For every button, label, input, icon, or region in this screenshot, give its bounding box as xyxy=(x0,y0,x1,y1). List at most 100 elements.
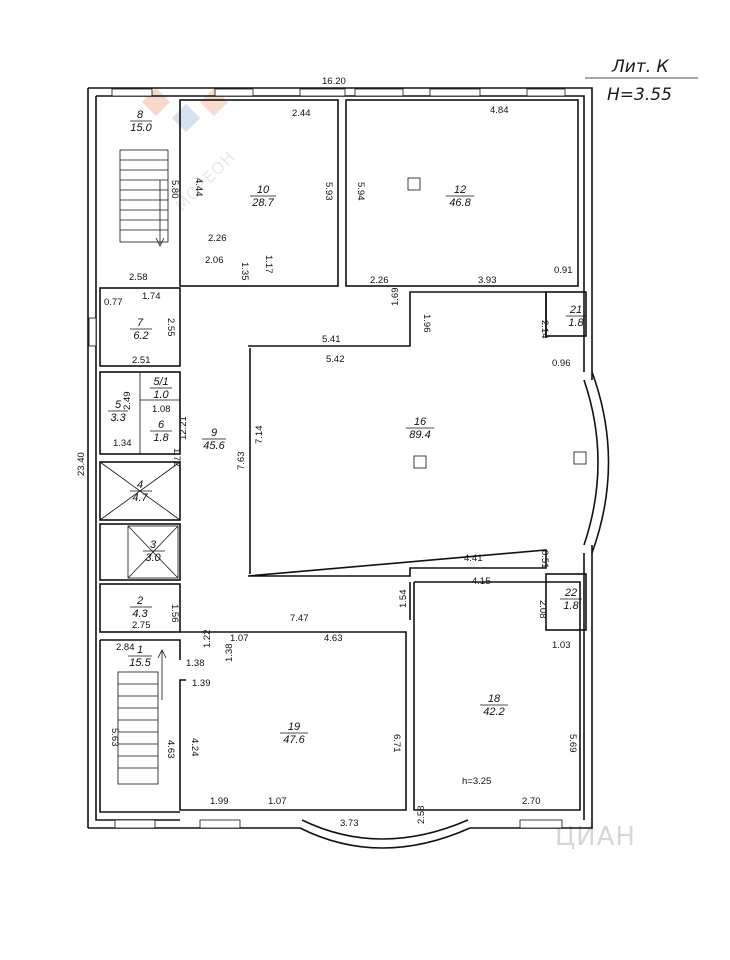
svg-text:5/1: 5/1 xyxy=(153,376,168,388)
svg-text:3: 3 xyxy=(150,539,157,551)
dim-5-80: 5.80 xyxy=(169,180,180,199)
dim-1-69: 1.69 xyxy=(390,288,401,307)
dim-2-84: 2.84 xyxy=(116,642,135,653)
dimension-labels: 2.44 4.84 4.44 5.93 5.94 5.80 2.26 2.06 … xyxy=(104,105,578,829)
svg-text:6: 6 xyxy=(158,419,165,431)
dim-2-58: 2.58 xyxy=(129,272,148,283)
room-6-label: 6 1.8 xyxy=(150,419,172,444)
svg-text:28.7: 28.7 xyxy=(251,197,274,209)
dim-5-69: 5.69 xyxy=(567,734,578,753)
svg-text:47.6: 47.6 xyxy=(283,734,305,746)
dim-0-91: 0.91 xyxy=(554,265,573,276)
svg-text:4: 4 xyxy=(137,479,143,491)
svg-text:19: 19 xyxy=(288,721,300,733)
svg-text:89.4: 89.4 xyxy=(409,429,430,441)
overall-length: 23.40 xyxy=(76,452,87,476)
dim-2-26-a: 2.26 xyxy=(208,233,227,244)
dim-7-14: 7.14 xyxy=(254,426,265,445)
overall-width: 16.20 xyxy=(322,76,346,87)
room-19-label: 19 47.6 xyxy=(280,721,308,746)
svg-text:18: 18 xyxy=(488,693,501,705)
svg-text:1: 1 xyxy=(137,644,143,656)
dim-1-96: 1.96 xyxy=(421,314,432,333)
dim-3-73: 3.73 xyxy=(340,818,359,829)
dim-5-42: 5.42 xyxy=(326,354,345,365)
dim-1-17: 1.17 xyxy=(263,255,274,274)
dim-1-72: 1.72 xyxy=(171,448,182,467)
svg-text:9: 9 xyxy=(211,427,217,439)
dim-2-75: 2.75 xyxy=(132,620,151,631)
dim-5-63: 5.63 xyxy=(109,728,120,747)
dim-0-51: 0.51 xyxy=(539,550,550,569)
dim-0-96: 0.96 xyxy=(552,358,571,369)
room-12-label: 12 46.8 xyxy=(446,184,474,209)
svg-text:45.6: 45.6 xyxy=(203,440,225,452)
stairs-bottom xyxy=(117,649,167,785)
dim-2-70: 2.70 xyxy=(522,796,541,807)
room-18-height: h=3.25 xyxy=(462,776,491,787)
dim-2-55: 2.55 xyxy=(165,318,176,337)
dim-2-14: 2.14 xyxy=(539,320,550,339)
dim-4-63-a: 4.63 xyxy=(324,633,343,644)
dim-1-07-b: 1.07 xyxy=(268,796,287,807)
dim-1-35: 1.35 xyxy=(239,262,250,281)
svg-text:7: 7 xyxy=(137,317,144,329)
svg-text:1.0: 1.0 xyxy=(153,389,169,401)
dim-2-51: 2.51 xyxy=(132,355,151,366)
svg-text:5: 5 xyxy=(115,399,122,411)
dim-4-84: 4.84 xyxy=(490,105,509,116)
watermark-brand-bottom: ЦИАН xyxy=(555,822,636,852)
room-2-label: 2 4.3 xyxy=(130,595,152,620)
room-8-label: 8 15.0 xyxy=(130,109,153,134)
dim-1-56: 1.56 xyxy=(169,604,180,623)
svg-text:3.0: 3.0 xyxy=(145,552,161,564)
dim-6-71: 6.71 xyxy=(391,734,402,753)
dim-7-47: 7.47 xyxy=(290,613,309,624)
dim-5-41: 5.41 xyxy=(322,334,341,345)
overall-dimensions: 16.20 23.40 xyxy=(76,76,346,476)
svg-text:42.2: 42.2 xyxy=(483,706,504,718)
watermark-logo: МОРЕОН xyxy=(141,87,239,215)
room-21-label: 21 1.8 xyxy=(566,304,586,329)
room-18-label: 18 42.2 xyxy=(480,693,508,718)
dim-4-41: 4.41 xyxy=(464,553,483,564)
room-3-label: 3 3.0 xyxy=(143,539,165,564)
svg-text:4.7: 4.7 xyxy=(132,492,148,504)
dim-5-94: 5.94 xyxy=(355,182,366,201)
room-1-label: 1 15.5 xyxy=(128,644,152,669)
svg-text:1.8: 1.8 xyxy=(563,600,579,612)
dim-0-77: 0.77 xyxy=(104,297,123,308)
svg-text:10: 10 xyxy=(257,184,270,196)
svg-text:1.8: 1.8 xyxy=(153,432,169,444)
liter-label: Лит. К xyxy=(611,57,670,77)
dim-1-99: 1.99 xyxy=(210,796,229,807)
dim-4-24: 4.24 xyxy=(189,738,200,757)
svg-text:2: 2 xyxy=(136,595,143,607)
room-9-label: 9 45.6 xyxy=(202,427,226,452)
svg-text:1.8: 1.8 xyxy=(568,317,584,329)
outer-walls xyxy=(87,87,610,849)
room-16-label: 16 89.4 xyxy=(406,416,434,441)
svg-text:46.8: 46.8 xyxy=(449,197,471,209)
plan-header: Лит. К H=3.55 xyxy=(585,57,698,105)
svg-text:21: 21 xyxy=(569,304,582,316)
dim-1-54: 1.54 xyxy=(398,590,409,609)
room-7-label: 7 6.2 xyxy=(130,317,152,342)
dim-2-08: 2.08 xyxy=(537,600,548,619)
columns xyxy=(407,177,587,469)
height-label: H=3.55 xyxy=(607,85,672,105)
svg-text:12: 12 xyxy=(454,184,466,196)
dim-1-39: 1.39 xyxy=(192,678,211,689)
stairs-top xyxy=(119,149,169,247)
svg-text:22: 22 xyxy=(564,587,577,599)
dim-12-21: 12.21 xyxy=(178,416,189,440)
dim-4-63-b: 4.63 xyxy=(165,740,176,759)
room-5-label: 5 3.3 xyxy=(108,399,128,424)
dim-2-49: 2.49 xyxy=(122,392,133,411)
svg-text:6.2: 6.2 xyxy=(133,330,148,342)
room-labels: 8 15.0 10 28.7 12 46.8 7 6.2 21 1.8 5 3.… xyxy=(108,109,586,787)
interior-walls xyxy=(99,99,587,813)
dim-1-08: 1.08 xyxy=(152,404,171,415)
dim-1-07-a: 1.07 xyxy=(230,633,249,644)
